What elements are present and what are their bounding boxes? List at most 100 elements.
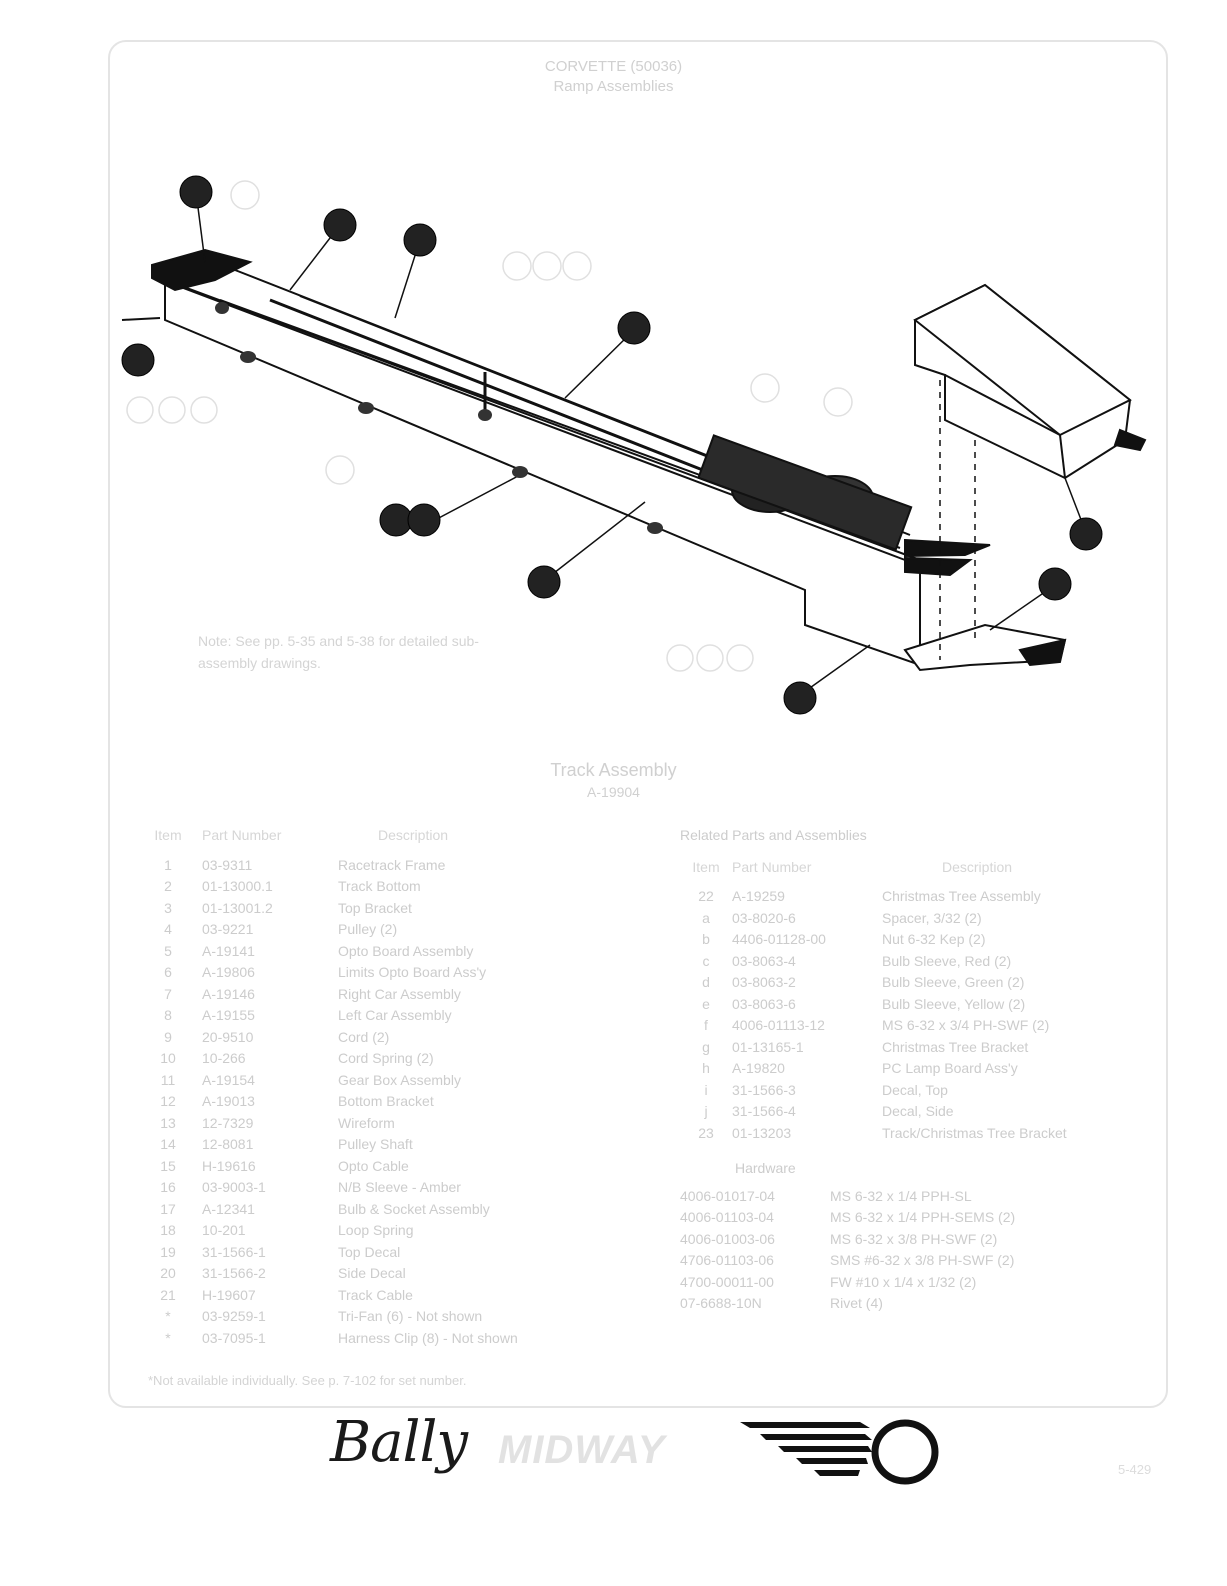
- hardware-cell: MS 6-32 x 3/8 PH-SWF (2): [830, 1230, 998, 1247]
- parts-table-cell: 21: [160, 1286, 176, 1303]
- related-cell: 31-1566-4: [732, 1103, 796, 1119]
- hardware-row: 4706-01103-06 SMS #6-32 x 3/8 PH-SWF (2): [680, 1250, 1142, 1272]
- related-cell: A-19259: [732, 888, 785, 904]
- bally-wordmark: Bally: [330, 1410, 468, 1475]
- parts-table-cell: 10-201: [202, 1222, 246, 1238]
- parts-table-cell: A-12341: [202, 1200, 255, 1217]
- related-cell: g: [702, 1038, 710, 1055]
- midway-wing-logo-icon: [740, 1419, 939, 1485]
- related-header-desc: Description: [942, 858, 1013, 875]
- parts-table-cell: Loop Spring: [338, 1222, 414, 1238]
- parts-table-cell: Opto Board Assembly: [338, 942, 474, 959]
- related-cell: 01-13203: [732, 1124, 792, 1141]
- related-cell: h: [702, 1060, 710, 1076]
- related-cell: i: [704, 1081, 708, 1098]
- track-assembly-title: Track Assembly: [550, 760, 677, 780]
- hardware-cell: 4006-01003-06: [680, 1230, 775, 1247]
- parts-table-row: 4 03-9221 Pulley (2): [148, 919, 598, 941]
- parts-table-cell: 31-1566-1: [202, 1243, 266, 1260]
- parts-table-cell: Tri-Fan (6) - Not shown: [338, 1308, 483, 1324]
- parts-table-cell: Pulley Shaft: [338, 1136, 413, 1152]
- related-cell: Bulb Sleeve, Green (2): [882, 974, 1025, 990]
- parts-table-cell: 20: [160, 1265, 176, 1281]
- parts-table-cell: Track Cable: [338, 1286, 413, 1303]
- related-cell: b: [702, 931, 710, 947]
- parts-table-cell: 01-13000.1: [202, 878, 273, 894]
- parts-table-cell: Limits Opto Board Ass'y: [338, 964, 487, 980]
- parts-table-cell: 4: [164, 921, 172, 937]
- parts-table-cell: *: [165, 1329, 171, 1346]
- midway-wordmark: MIDWAY: [498, 1428, 666, 1472]
- parts-table-cell: Left Car Assembly: [338, 1007, 452, 1023]
- hardware-title: Hardware: [735, 1160, 796, 1176]
- related-cell: e: [702, 995, 710, 1012]
- related-cell: 03-8063-4: [732, 952, 796, 969]
- parts-table-cell: 01-13001.2: [202, 899, 273, 916]
- parts-table-cell: A-19146: [202, 985, 255, 1002]
- parts-table-cell: 3: [164, 899, 172, 916]
- parts-table-cell: 5: [164, 942, 172, 959]
- parts-table-cell: 9: [164, 1028, 172, 1045]
- related-cell: j: [704, 1103, 708, 1119]
- parts-table-cell: H-19616: [202, 1157, 256, 1174]
- header-part: Part Number: [202, 827, 282, 843]
- hardware-cell: 4706-01103-06: [680, 1252, 774, 1268]
- page-subtitle: Ramp Assemblies: [553, 78, 674, 95]
- related-cell: 03-8063-2: [732, 974, 796, 990]
- related-cell: Spacer, 3/32 (2): [882, 909, 982, 926]
- left-end-bracket: [151, 248, 253, 292]
- parts-table-cell: Track Bottom: [338, 878, 421, 894]
- parts-table-cell: Wireform: [338, 1114, 395, 1131]
- related-cell: Track/Christmas Tree Bracket: [882, 1124, 1067, 1141]
- parts-table-cell: Side Decal: [338, 1265, 406, 1281]
- related-cell: 03-8020-6: [732, 909, 796, 926]
- hardware-cell: Rivet (4): [830, 1295, 883, 1311]
- parts-table-cell: 12-7329: [202, 1114, 254, 1131]
- parts-table-cell: Right Car Assembly: [338, 985, 461, 1002]
- parts-table-cell: 8: [164, 1007, 172, 1023]
- related-cell: a: [702, 909, 710, 926]
- related-cell: Christmas Tree Assembly: [882, 888, 1041, 904]
- related-cell: Christmas Tree Bracket: [882, 1038, 1029, 1055]
- parts-table-cell: Pulley (2): [338, 921, 398, 937]
- parts-table-cell: Bulb & Socket Assembly: [338, 1200, 490, 1217]
- parts-table-cell: N/B Sleeve - Amber: [338, 1179, 461, 1195]
- related-cell: Bulb Sleeve, Red (2): [882, 952, 1012, 969]
- parts-table-cell: 03-9221: [202, 921, 254, 937]
- related-header-item: Item: [692, 858, 720, 875]
- parts-table-cell: A-19013: [202, 1093, 255, 1109]
- related-header: Item Part Number Description: [680, 857, 1142, 879]
- related-cell: Nut 6-32 Kep (2): [882, 931, 986, 947]
- hardware-cell: 4700-00011-00: [680, 1273, 774, 1290]
- parts-table-cell: A-19154: [202, 1071, 255, 1088]
- hardware-cell: 07-6688-10N: [680, 1295, 762, 1311]
- parts-table-cell: 12-8081: [202, 1136, 254, 1152]
- related-cell: 03-8063-6: [732, 995, 796, 1012]
- hardware-cell: SMS #6-32 x 3/8 PH-SWF (2): [830, 1252, 1015, 1268]
- diagram-note: Note: See pp. 5-35 and 5-38 for detailed…: [198, 633, 479, 671]
- related-parts-table: Related Parts and Assemblies Item Part N…: [680, 825, 1142, 1315]
- related-cell: 23: [698, 1124, 714, 1141]
